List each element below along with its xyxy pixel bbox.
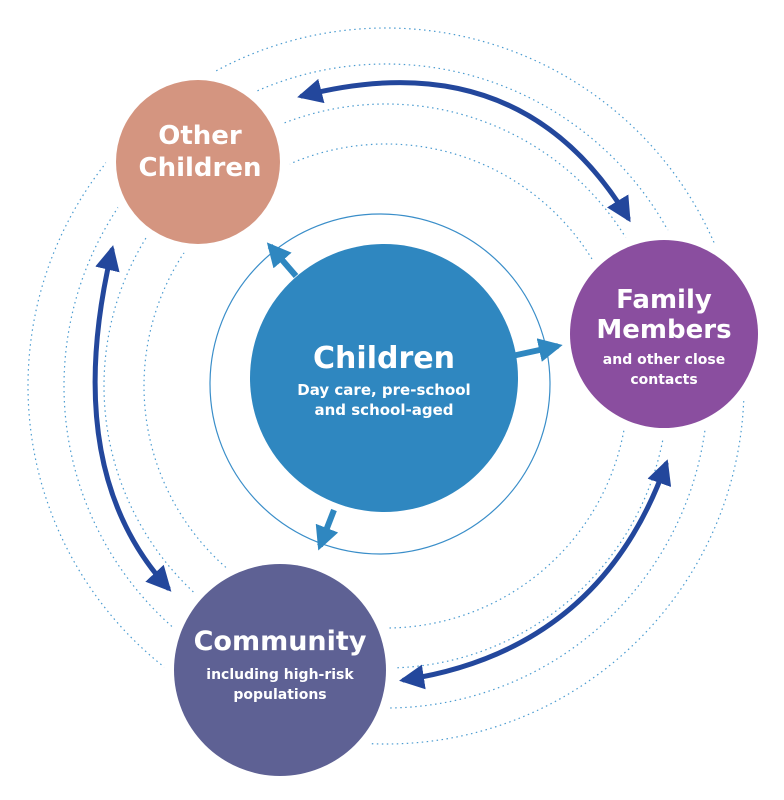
community-title: Community: [194, 626, 367, 657]
arrow-other-children-community: [92, 245, 172, 592]
family-members-subtitle-line1: and other close: [603, 352, 725, 368]
children-subtitle-line1: Day care, pre-school: [297, 381, 470, 399]
family-members-subtitle-line2: contacts: [630, 372, 697, 388]
arrow-family-community: [399, 459, 672, 690]
inner-arrows: [266, 242, 563, 551]
arrow-children-to-community: [315, 508, 339, 551]
other-children-circle: [116, 80, 280, 244]
community-subtitle-line1: including high-risk: [206, 667, 354, 683]
other-children-title-line1: Other: [158, 121, 242, 151]
community-subtitle-line2: populations: [233, 687, 326, 703]
family-members-title-line2: Members: [596, 315, 731, 345]
children-circle: [250, 244, 518, 512]
community-label: Community including high-risk population…: [194, 626, 367, 703]
family-members-title-line1: Family: [616, 285, 712, 315]
children-title: Children: [313, 341, 455, 376]
children-subtitle-line2: and school-aged: [314, 401, 453, 419]
family-members-label: Family Members and other close contacts: [596, 285, 731, 388]
other-children-label: Other Children: [139, 121, 262, 183]
arrow-children-to-other-children: [266, 242, 299, 278]
arrow-other-children-family: [297, 78, 631, 223]
arrow-children-to-family: [511, 338, 563, 362]
children-label: Children Day care, pre-school and school…: [297, 341, 470, 419]
family-members-circle: [570, 240, 758, 428]
other-children-title-line2: Children: [139, 153, 262, 183]
community-circle: [174, 564, 386, 776]
outer-arrows: [92, 78, 672, 690]
